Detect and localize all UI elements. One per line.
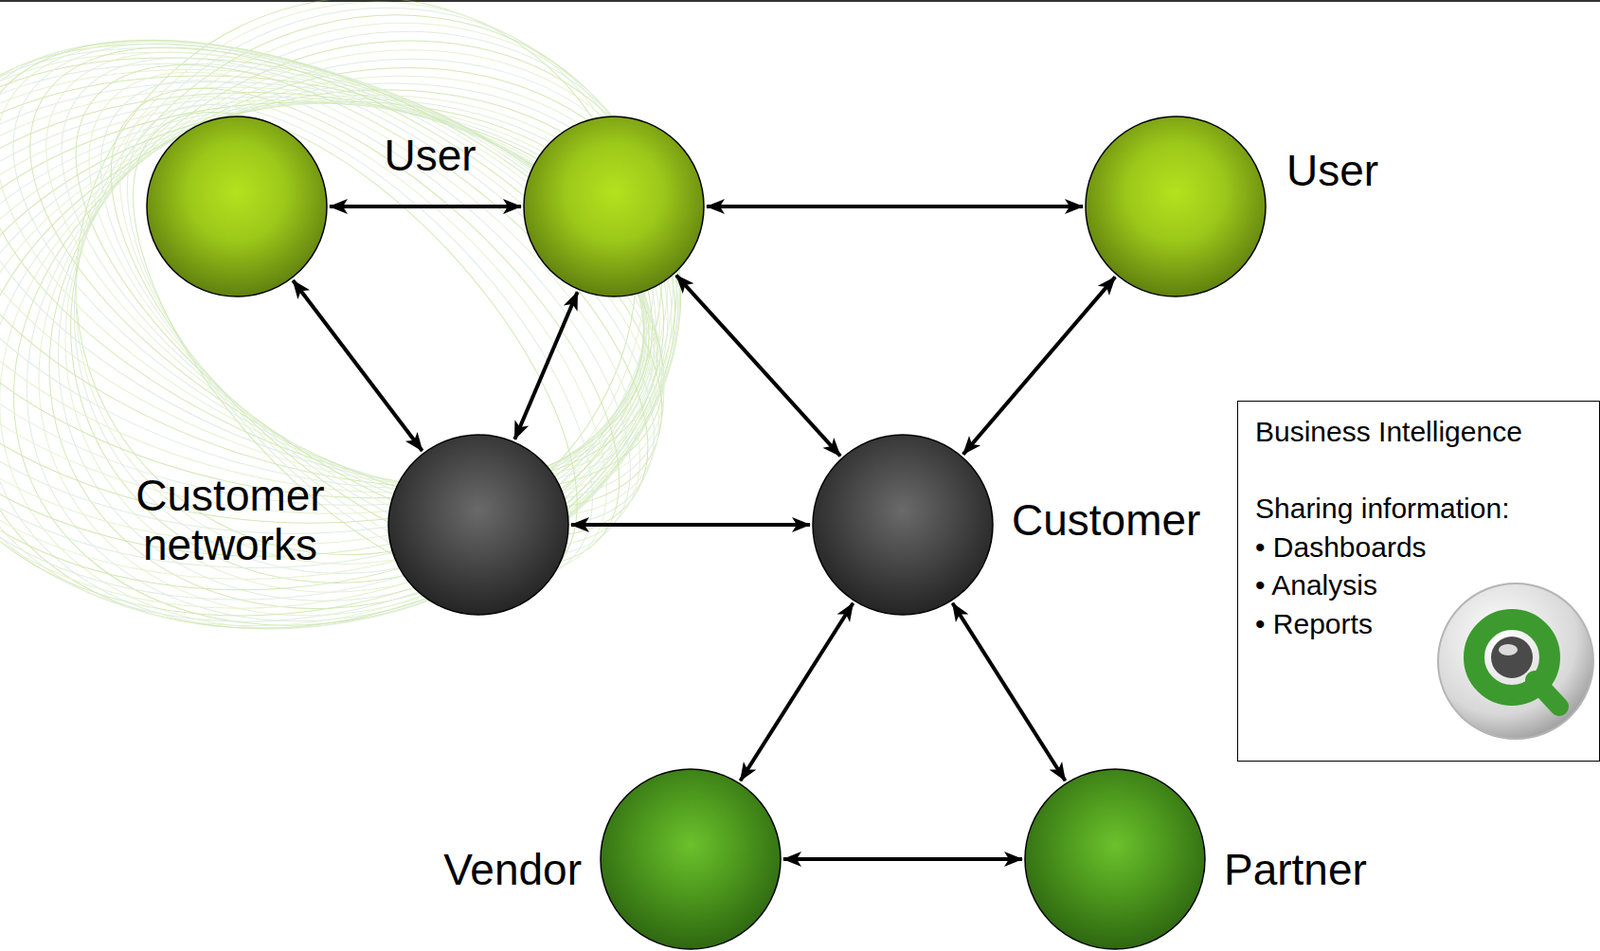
circle-shape bbox=[145, 115, 328, 298]
node-label: User bbox=[1286, 146, 1379, 197]
double-arrow bbox=[292, 280, 423, 451]
entity-circle: Customer bbox=[811, 433, 994, 616]
node-label: Partner bbox=[1223, 845, 1367, 896]
swirl-stroke bbox=[41, 17, 685, 653]
swirl-lines bbox=[0, 0, 778, 724]
double-arrow bbox=[514, 291, 577, 440]
double-arrow bbox=[952, 603, 1066, 782]
node-label: Customer bbox=[1011, 496, 1201, 546]
swirl-stroke bbox=[0, 7, 741, 711]
swirl-stroke bbox=[0, 0, 726, 627]
double-arrow bbox=[740, 603, 854, 782]
double-arrow bbox=[676, 275, 841, 457]
entity-circle: User bbox=[1084, 115, 1267, 298]
swirl-stroke bbox=[0, 0, 773, 698]
panel-subheading: Sharing information: bbox=[1255, 489, 1583, 529]
swirl-stroke bbox=[32, 5, 698, 648]
bullet-item: • Analysis bbox=[1255, 566, 1583, 606]
swirl-stroke bbox=[0, 42, 708, 676]
bullet-item: • Dashboards bbox=[1255, 528, 1583, 568]
swirl-stroke bbox=[21, 0, 709, 642]
swirl-stroke bbox=[0, 0, 708, 570]
circle-shape bbox=[522, 115, 705, 298]
bullet-item: • Reports bbox=[1255, 605, 1583, 645]
circle-shape bbox=[387, 433, 570, 616]
entity-circle bbox=[522, 115, 705, 298]
swirl-stroke bbox=[0, 0, 732, 585]
swirl-stroke bbox=[0, 19, 731, 702]
circle-shape bbox=[599, 768, 782, 951]
logo-handle bbox=[1534, 680, 1560, 707]
swirl-stroke bbox=[0, 0, 737, 604]
circle-shape bbox=[811, 433, 994, 616]
info-panel: Business IntelligenceSharing information… bbox=[1237, 400, 1600, 762]
double-arrow bbox=[706, 204, 1083, 209]
circle-shape bbox=[1084, 115, 1267, 298]
logo-disc bbox=[1438, 583, 1594, 739]
double-arrow bbox=[329, 204, 522, 209]
node-label: Customer networks bbox=[116, 471, 344, 570]
circle-shape bbox=[1024, 768, 1206, 951]
logo-gloss bbox=[1498, 644, 1518, 656]
panel-ground bbox=[1237, 400, 1600, 762]
entity-circle: User bbox=[145, 115, 328, 298]
double-arrow bbox=[571, 522, 810, 527]
panel-heading: Business Intelligence bbox=[1255, 413, 1583, 452]
swirl-stroke bbox=[0, 50, 663, 565]
entity-circle: Partner bbox=[1024, 768, 1206, 951]
double-arrow bbox=[963, 276, 1115, 454]
qlik-logo bbox=[1432, 579, 1600, 747]
entity-circle: Vendor bbox=[599, 768, 782, 951]
swirl-stroke bbox=[49, 28, 670, 658]
logo-eye bbox=[1491, 636, 1533, 679]
double-arrow bbox=[783, 857, 1023, 862]
node-label: Vendor bbox=[443, 845, 582, 896]
node-label: User bbox=[383, 131, 476, 181]
swirl-stroke bbox=[10, 0, 719, 634]
top-rule bbox=[0, 0, 1600, 2]
entity-circle: Customer networks bbox=[387, 433, 570, 616]
